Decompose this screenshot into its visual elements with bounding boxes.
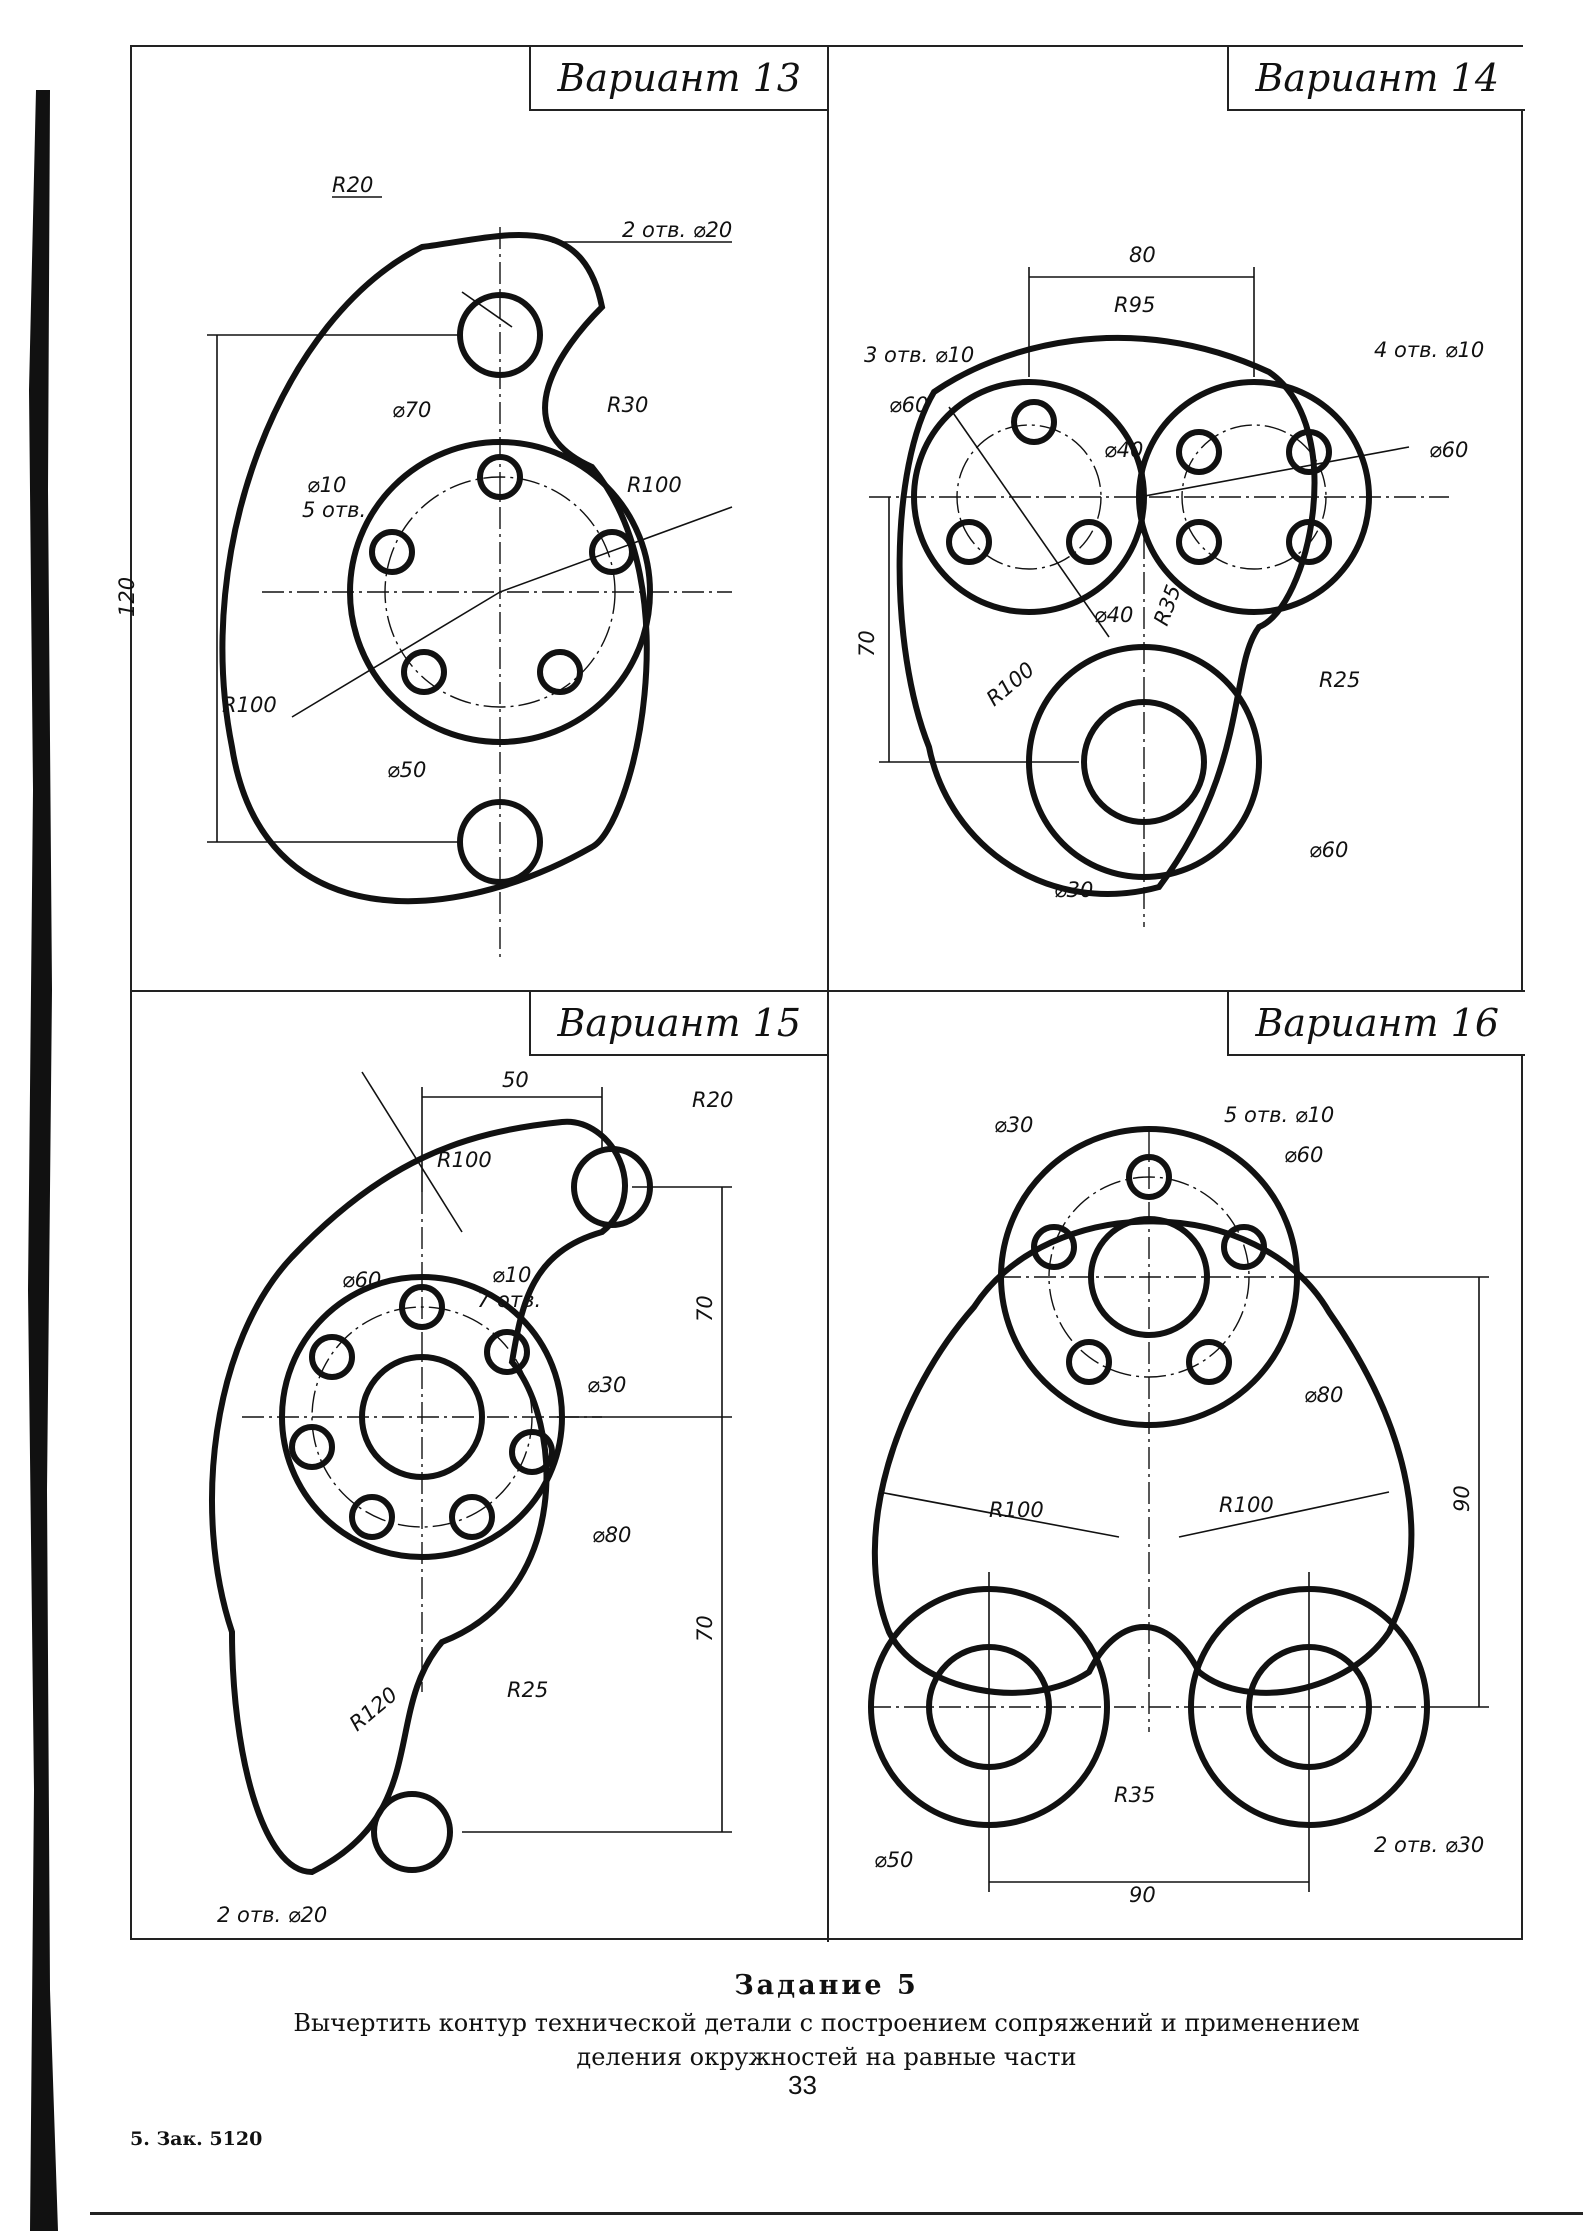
v13-dim-d50: ⌀50 [387,758,426,782]
v13-dim-120: 120 [115,577,139,617]
v14-dim-70: 70 [855,630,879,657]
v15-dim-d60: ⌀60 [342,1268,381,1292]
print-order-note: 5. Зак. 5120 [130,2128,263,2150]
task-description: Вычертить контур технической детали с по… [130,2006,1523,2074]
v15-dim-r20: R20 [692,1088,733,1112]
v15-dim-holes2: 2 отв. ⌀20 [217,1903,327,1927]
task-title: Задание 5 [734,1970,919,2001]
page-number: 33 [788,2070,817,2100]
task-line-1: Вычертить контур технической детали с по… [293,2009,1360,2037]
v15-dim-r25: R25 [507,1678,548,1702]
drawing-sheet: Вариант 13 120 R20 2 отв. ⌀20 R [115,45,1525,1942]
v14-dim-holes3: 3 отв. ⌀10 [864,343,974,367]
v16-dim-r100b: R100 [1219,1493,1274,1517]
v14-dim-d60a: ⌀60 [889,393,928,417]
v15-dim-holes7: 7 отв. [477,1288,541,1312]
v15-dim-70a: 70 [693,1295,717,1322]
variant-16-label: Вариант 16 [1227,992,1525,1056]
variant-15-panel: Вариант 15 50 R100 [132,992,829,1942]
variant-14-panel: Вариант 14 80 R95 [829,47,1525,992]
v14-dim-d40b: ⌀40 [1094,603,1133,627]
v15-dim-r120: R120 [345,1682,402,1736]
v16-dim-r35: R35 [1114,1783,1155,1807]
variant-16-panel: Вариант 16 ⌀30 [829,992,1525,1942]
variant-13-label: Вариант 13 [529,47,827,111]
variant-15-drawing: 50 R100 R20 ⌀60 ⌀10 7 отв. ⌀30 70 ⌀80 70… [209,1068,733,1927]
v15-dim-50: 50 [502,1068,529,1092]
variant-13-drawing: 120 R20 2 отв. ⌀20 R30 ⌀70 ⌀10 5 отв. R1… [115,173,733,962]
v16-dim-d60: ⌀60 [1284,1143,1323,1167]
v16-dim-r100a: R100 [989,1498,1044,1522]
v13-dim-holes5: 5 отв. [302,498,366,522]
v14-dim-80: 80 [1129,243,1156,267]
v14-dim-r25: R25 [1319,668,1360,692]
v16-dim-holes5: 5 отв. ⌀10 [1224,1103,1334,1127]
variant-16-drawing: ⌀30 5 отв. ⌀10 ⌀60 ⌀80 R100 R100 90 R35 … [868,1103,1489,1907]
variant-13-panel: Вариант 13 120 R20 2 отв. ⌀20 R [115,47,829,992]
v13-dim-d10: ⌀10 [307,473,346,497]
variant-14-drawing: 80 R95 3 отв. ⌀10 4 отв. ⌀10 ⌀60 ⌀40 ⌀60… [855,243,1484,927]
v14-dim-r35: R35 [1149,582,1186,629]
v13-dim-r100a: R100 [627,473,682,497]
bottom-edge [90,2212,1583,2215]
v14-dim-holes4: 4 отв. ⌀10 [1374,338,1484,362]
v15-dim-70b: 70 [693,1615,717,1642]
v15-dim-r100: R100 [437,1148,492,1172]
v13-dim-r100b: R100 [222,693,277,717]
v13-dim-holes-top: 2 отв. ⌀20 [622,218,732,242]
v16-dim-d30: ⌀30 [994,1113,1033,1137]
v13-dim-r20: R20 [332,173,373,197]
variant-15-label: Вариант 15 [529,992,827,1056]
task-line-2: деления окружностей на равные части [576,2043,1077,2071]
v14-dim-d40a: ⌀40 [1104,438,1143,462]
v15-dim-d80: ⌀80 [592,1523,631,1547]
v15-dim-d10: ⌀10 [492,1263,531,1287]
v14-dim-r95: R95 [1114,293,1155,317]
v14-dim-d60b: ⌀60 [1429,438,1468,462]
v16-dim-90h: 90 [1129,1883,1156,1907]
v14-dim-d60c: ⌀60 [1309,838,1348,862]
v14-dim-r100: R100 [982,657,1039,711]
v15-dim-d30: ⌀30 [587,1373,626,1397]
v16-dim-d50: ⌀50 [874,1848,913,1872]
binding-edge [28,90,58,2231]
v16-dim-90v: 90 [1450,1485,1474,1512]
v13-dim-r30: R30 [607,393,648,417]
v14-dim-d30: ⌀30 [1054,878,1093,902]
v16-dim-holes2: 2 отв. ⌀30 [1374,1833,1484,1857]
v13-dim-d70: ⌀70 [392,398,431,422]
variant-14-label: Вариант 14 [1227,47,1525,111]
v16-dim-d80: ⌀80 [1304,1383,1343,1407]
